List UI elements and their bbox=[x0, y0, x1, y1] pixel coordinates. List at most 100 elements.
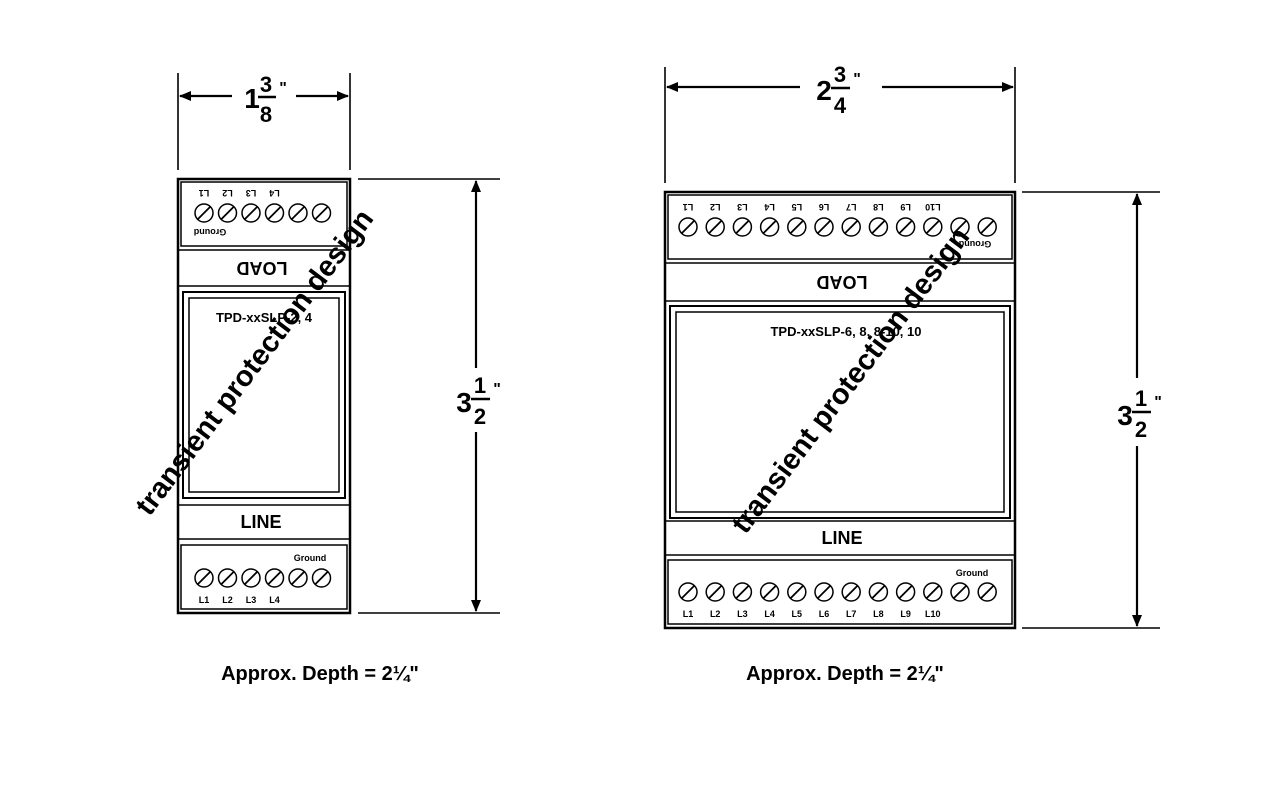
small-window-inner bbox=[188, 297, 340, 493]
small-top-terminal-label-l2: L2 bbox=[222, 188, 233, 198]
large-bottom-screw-6 bbox=[814, 582, 834, 602]
small-top-screw-5 bbox=[288, 203, 308, 223]
large-bottom-screw-10 bbox=[923, 582, 943, 602]
large-top-terminal-label-l3: L3 bbox=[737, 202, 748, 212]
large-top-terminal-labels: Ground bbox=[959, 239, 992, 249]
large-width-dimension: 2 3 4 " bbox=[664, 62, 1016, 183]
large-top-screw-10 bbox=[923, 217, 943, 237]
small-top-screw-1 bbox=[194, 203, 214, 223]
small-window-outer bbox=[182, 291, 346, 499]
small-height-whole: 3 bbox=[456, 387, 472, 418]
small-height-dimension: 3 1 2 " bbox=[358, 178, 501, 614]
large-bottom-screw-5 bbox=[787, 582, 807, 602]
small-top-terminal-label-l4: L4 bbox=[269, 188, 280, 198]
small-bottom-screw-2 bbox=[217, 568, 238, 588]
large-width-numerator: 3 bbox=[834, 62, 846, 87]
large-width-denominator: 4 bbox=[834, 93, 847, 118]
large-bottom-screw-row bbox=[678, 582, 997, 602]
large-bottom-screw-4 bbox=[759, 582, 780, 602]
large-top-terminal-label-l10: L10 bbox=[925, 202, 941, 212]
large-window-outer bbox=[669, 305, 1011, 519]
small-bottom-screw-6 bbox=[311, 568, 332, 588]
small-bottom-terminal-label-l2: L2 bbox=[222, 595, 233, 605]
small-top-terminal-label-l3: L3 bbox=[246, 188, 257, 198]
large-top-terminal-label-l4: L4 bbox=[764, 202, 775, 212]
small-line-label: LINE bbox=[240, 512, 281, 532]
large-height-whole: 3 bbox=[1117, 400, 1133, 431]
small-line-band bbox=[177, 504, 351, 540]
large-top-terminal-label-l6: L6 bbox=[819, 202, 830, 212]
large-width-whole: 2 bbox=[816, 75, 832, 106]
large-load-label: LOAD bbox=[817, 272, 868, 292]
small-top-screw-4 bbox=[264, 203, 285, 223]
large-top-screw-1 bbox=[678, 217, 698, 237]
small-device-outline bbox=[176, 177, 352, 615]
large-top-screw-9 bbox=[895, 217, 916, 237]
large-bottom-screw-12 bbox=[977, 582, 997, 602]
large-top-terminal-label-l9: L9 bbox=[900, 202, 911, 212]
small-width-dimension: 1 3 8 " bbox=[177, 72, 351, 170]
large-top-terminal-label-l1: L1 bbox=[683, 202, 694, 212]
large-width-unit: " bbox=[853, 71, 861, 88]
large-bottom-terminal-label-l2: L2 bbox=[710, 609, 721, 619]
small-height-denominator: 2 bbox=[474, 404, 486, 429]
small-bottom-screw-3 bbox=[241, 568, 261, 588]
large-bottom-terminal-label-l9: L9 bbox=[900, 609, 911, 619]
small-width-numerator: 3 bbox=[260, 72, 272, 97]
small-bottom-screw-5 bbox=[288, 568, 308, 588]
small-load-band bbox=[177, 249, 351, 287]
small-top-terminal-labels: Ground bbox=[194, 227, 227, 237]
large-bottom-terminal-label-l1: L1 bbox=[683, 609, 694, 619]
large-height-numerator: 1 bbox=[1135, 386, 1147, 411]
watermark-left: transient protection design bbox=[130, 204, 381, 522]
small-bottom-terminal-label-l3: L3 bbox=[246, 595, 257, 605]
large-top-screw-row bbox=[678, 217, 997, 237]
large-top-screw-8 bbox=[868, 217, 889, 237]
large-top-screw-5 bbox=[787, 217, 807, 237]
small-bottom-screw-4 bbox=[264, 568, 285, 588]
large-bottom-screw-9 bbox=[895, 582, 916, 602]
large-bottom-terminal-label-l4: L4 bbox=[764, 609, 775, 619]
large-bottom-terminal-label-l10: L10 bbox=[925, 609, 941, 619]
small-bottom-ground-label: Ground bbox=[294, 553, 327, 563]
large-top-screw-3 bbox=[732, 217, 753, 237]
small-top-terminal-block bbox=[180, 181, 348, 247]
large-top-terminal-label-l5: L5 bbox=[792, 202, 803, 212]
large-line-band bbox=[664, 520, 1016, 556]
large-bottom-terminal-label-l8: L8 bbox=[873, 609, 884, 619]
large-top-ground-label: Ground bbox=[959, 239, 992, 249]
small-bottom-terminal-label-l1: L1 bbox=[199, 595, 210, 605]
small-bottom-screw-row bbox=[194, 568, 332, 588]
large-window-inner bbox=[675, 311, 1005, 513]
large-bottom-screw-2 bbox=[705, 582, 725, 602]
small-width-whole: 1 bbox=[244, 83, 260, 114]
small-height-numerator: 1 bbox=[474, 373, 486, 398]
large-top-screw-6 bbox=[814, 217, 834, 237]
small-top-terminal-text: L1 L2 L3 L4 bbox=[199, 188, 280, 198]
large-bottom-terminal-label-l3: L3 bbox=[737, 609, 748, 619]
large-depth-note: Approx. Depth = 2¼" bbox=[746, 663, 944, 685]
small-top-screw-2 bbox=[217, 203, 238, 223]
small-load-label: LOAD bbox=[237, 258, 288, 278]
large-bottom-terminal-label-l5: L5 bbox=[792, 609, 803, 619]
large-top-terminal-label-l7: L7 bbox=[846, 202, 857, 212]
small-top-screw-6 bbox=[311, 203, 332, 223]
small-width-denominator: 8 bbox=[260, 102, 272, 127]
large-top-screw-4 bbox=[759, 217, 780, 237]
large-top-screw-12 bbox=[977, 217, 997, 237]
small-top-terminal-label-l1: L1 bbox=[199, 188, 210, 198]
large-bottom-screw-1 bbox=[678, 582, 698, 602]
large-load-band bbox=[664, 262, 1016, 302]
small-top-screw-3 bbox=[241, 203, 261, 223]
large-bottom-terminal-label-l6: L6 bbox=[819, 609, 830, 619]
watermark-right: transient protection design bbox=[726, 222, 977, 540]
small-bottom-terminal-label-l4: L4 bbox=[269, 595, 280, 605]
large-top-screw-7 bbox=[841, 217, 861, 237]
large-top-terminal-block bbox=[667, 194, 1013, 260]
small-width-unit: " bbox=[279, 80, 287, 97]
